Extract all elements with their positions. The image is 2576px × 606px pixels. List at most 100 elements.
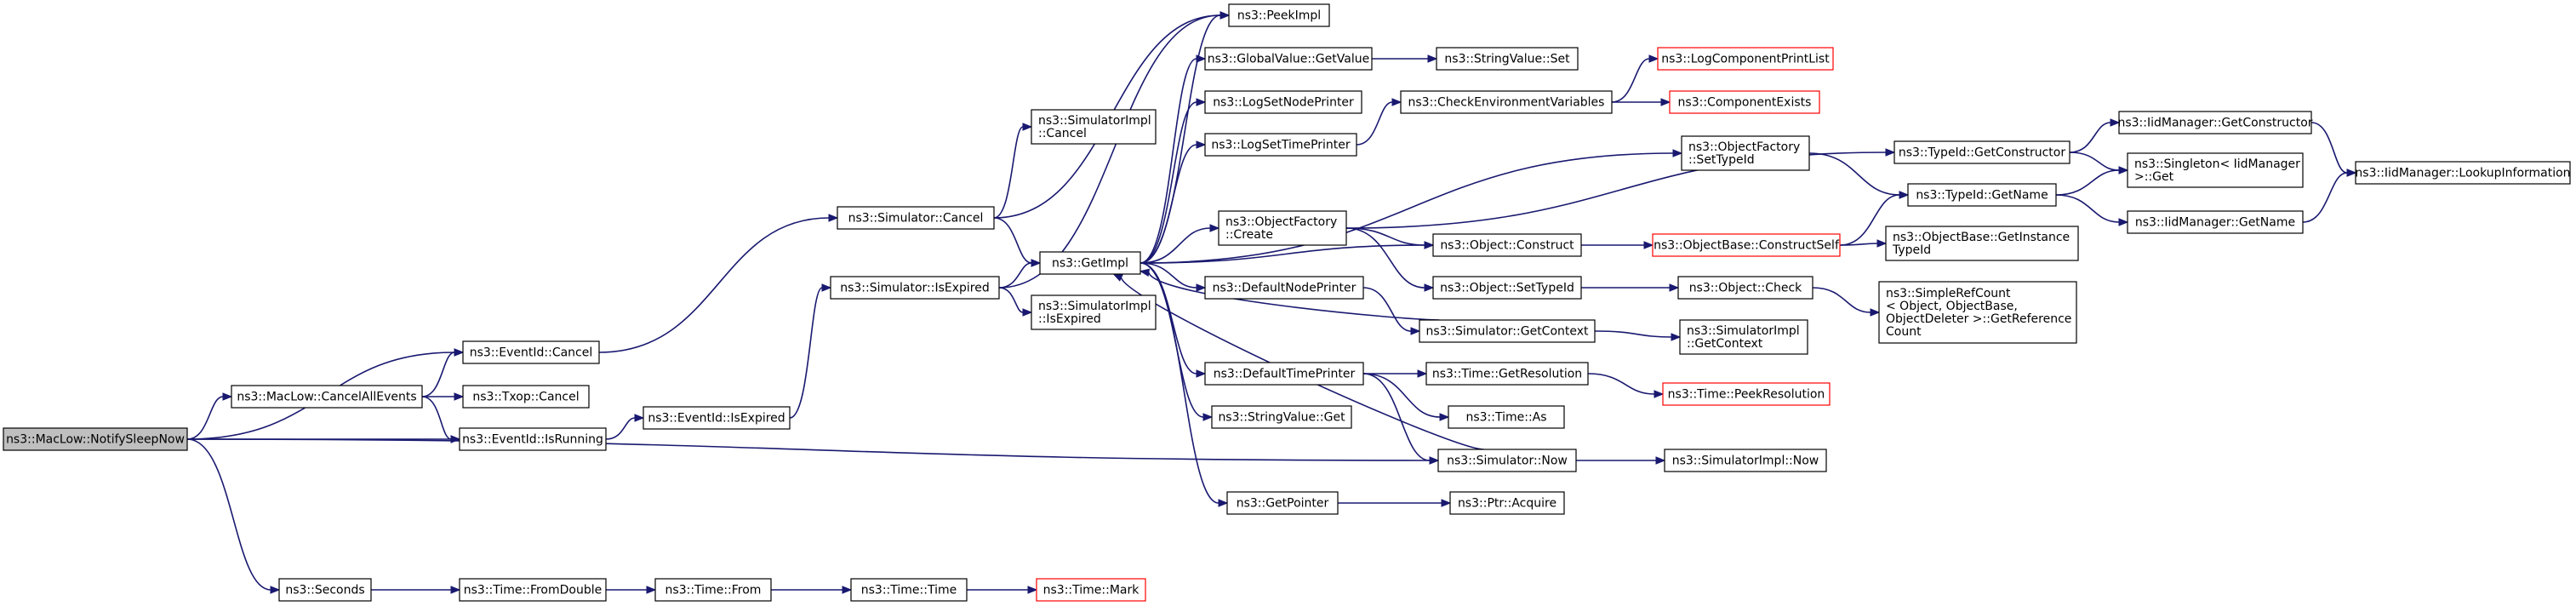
node-box[interactable] [2118, 111, 2312, 134]
node-simIsExpired[interactable]: ns3::Simulator::IsExpired [830, 276, 1000, 300]
node-logSetTime[interactable]: ns3::LogSetTimePrinter [1204, 133, 1357, 157]
node-checkEnv[interactable]: ns3::CheckEnvironmentVariables [1400, 90, 1613, 114]
node-box[interactable] [1657, 47, 1834, 71]
node-eidExpired[interactable]: ns3::EventId::IsExpired [643, 406, 791, 430]
node-box[interactable] [837, 206, 995, 230]
node-box[interactable] [1211, 405, 1352, 429]
node-box[interactable] [3, 427, 188, 451]
node-peekResolution[interactable]: ns3::Time::PeekResolution [1662, 382, 1831, 406]
node-getImpl[interactable]: ns3::GetImpl [1039, 251, 1141, 275]
node-timeFrom[interactable]: ns3::Time::From [654, 578, 772, 602]
node-box[interactable] [850, 578, 968, 602]
node-peekImpl[interactable]: ns3::PeekImpl [1228, 3, 1330, 27]
node-box[interactable] [1885, 226, 2079, 261]
node-box[interactable] [1204, 47, 1373, 71]
node-box[interactable] [1031, 294, 1157, 330]
node-simImplIsExpired[interactable]: ns3::SimulatorImpl::IsExpired [1031, 294, 1157, 330]
node-compExists[interactable]: ns3::ComponentExists [1669, 90, 1820, 114]
node-gvGetValue[interactable]: ns3::GlobalValue::GetValue [1204, 47, 1373, 71]
node-objCheck[interactable]: ns3::Object::Check [1677, 276, 1813, 300]
node-box[interactable] [643, 406, 791, 430]
node-box[interactable] [1449, 491, 1565, 515]
node-simpleRefCount[interactable]: ns3::SimpleRefCount< Object, ObjectBase,… [1878, 281, 2077, 344]
node-eidRunning[interactable]: ns3::EventId::IsRunning [459, 427, 607, 451]
node-svSet[interactable]: ns3::StringValue::Set [1436, 47, 1579, 71]
node-box[interactable] [459, 427, 607, 451]
node-eidCancel[interactable]: ns3::EventId::Cancel [462, 340, 600, 364]
node-box[interactable] [1893, 140, 2071, 164]
node-box[interactable] [830, 276, 1000, 300]
node-timeMark[interactable]: ns3::Time::Mark [1036, 578, 1146, 602]
node-txopCancel[interactable]: ns3::Txop::Cancel [462, 385, 590, 409]
node-box[interactable] [231, 385, 423, 409]
node-box[interactable] [459, 578, 607, 602]
node-box[interactable] [462, 340, 600, 364]
node-fromDouble[interactable]: ns3::Time::FromDouble [459, 578, 607, 602]
node-simCancel[interactable]: ns3::Simulator::Cancel [837, 206, 995, 230]
node-box[interactable] [1400, 90, 1613, 114]
node-typeIdGetName[interactable]: ns3::TypeId::GetName [1907, 183, 2057, 207]
node-box[interactable] [1679, 319, 1808, 355]
node-box[interactable] [462, 385, 590, 409]
node-box[interactable] [1226, 491, 1339, 515]
node-getPointer[interactable]: ns3::GetPointer [1226, 491, 1339, 515]
node-root[interactable]: ns3::MacLow::NotifySleepNow [3, 427, 188, 451]
node-box[interactable] [654, 578, 772, 602]
node-box[interactable] [2355, 161, 2571, 185]
node-box[interactable] [1437, 449, 1577, 472]
node-timeAs[interactable]: ns3::Time::As [1448, 405, 1565, 429]
node-iidLookup[interactable]: ns3::IidManager::LookupInformation [2355, 161, 2571, 185]
node-simGetContext[interactable]: ns3::Simulator::GetContext [1419, 319, 1596, 343]
node-seconds[interactable]: ns3::Seconds [278, 578, 372, 602]
node-logCompPrint[interactable]: ns3::LogComponentPrintList [1657, 47, 1834, 71]
node-box[interactable] [1878, 281, 2077, 344]
node-iidGetCtor[interactable]: ns3::IidManager::GetConstructor [2117, 111, 2313, 134]
node-getResolution[interactable]: ns3::Time::GetResolution [1425, 362, 1589, 386]
node-timeTime[interactable]: ns3::Time::Time [850, 578, 968, 602]
node-box[interactable] [2127, 152, 2304, 188]
node-singletonGet[interactable]: ns3::Singleton< IidManager >::Get [2127, 152, 2304, 188]
node-simNow[interactable]: ns3::Simulator::Now [1437, 449, 1577, 472]
node-box[interactable] [1448, 405, 1565, 429]
node-obConstructSelf[interactable]: ns3::ObjectBase::ConstructSelf [1652, 233, 1841, 257]
node-box[interactable] [1681, 135, 1810, 171]
node-box[interactable] [1436, 47, 1579, 71]
node-simImplNow[interactable]: ns3::SimulatorImpl::Now [1664, 449, 1827, 472]
node-box[interactable] [1652, 233, 1841, 257]
node-objSetTypeId[interactable]: ns3::Object::SetTypeId [1432, 276, 1582, 300]
node-box[interactable] [1425, 362, 1589, 386]
node-iidGetName[interactable]: ns3::IidManager::GetName [2127, 210, 2304, 234]
node-box[interactable] [1039, 251, 1141, 275]
node-box[interactable] [1228, 3, 1330, 27]
node-box[interactable] [1664, 449, 1827, 472]
node-box[interactable] [1031, 109, 1157, 145]
node-box[interactable] [1419, 319, 1596, 343]
node-simImplCancel[interactable]: ns3::SimulatorImpl::Cancel [1031, 109, 1157, 145]
node-simImplGetContext[interactable]: ns3::SimulatorImpl::GetContext [1679, 319, 1808, 355]
node-box[interactable] [1907, 183, 2057, 207]
node-box[interactable] [1204, 276, 1364, 300]
node-box[interactable] [1204, 362, 1364, 386]
node-box[interactable] [1204, 133, 1357, 157]
node-box[interactable] [1432, 276, 1582, 300]
node-box[interactable] [1204, 90, 1362, 114]
node-box[interactable] [278, 578, 372, 602]
node-box[interactable] [1218, 210, 1347, 246]
node-box[interactable] [2127, 210, 2304, 234]
node-svGet[interactable]: ns3::StringValue::Get [1211, 405, 1352, 429]
node-defTimePrinter[interactable]: ns3::DefaultTimePrinter [1204, 362, 1364, 386]
node-ptrAcquire[interactable]: ns3::Ptr::Acquire [1449, 491, 1565, 515]
node-box[interactable] [1669, 90, 1820, 114]
node-ofCreate[interactable]: ns3::ObjectFactory::Create [1218, 210, 1347, 246]
node-typeIdGetCtor[interactable]: ns3::TypeId::GetConstructor [1893, 140, 2071, 164]
node-box[interactable] [1432, 233, 1582, 257]
node-defNodePrinter[interactable]: ns3::DefaultNodePrinter [1204, 276, 1364, 300]
node-box[interactable] [1036, 578, 1146, 602]
node-objConstruct[interactable]: ns3::Object::Construct [1432, 233, 1582, 257]
node-cancelAll[interactable]: ns3::MacLow::CancelAllEvents [231, 385, 423, 409]
node-logSetNode[interactable]: ns3::LogSetNodePrinter [1204, 90, 1362, 114]
node-box[interactable] [1677, 276, 1813, 300]
node-box[interactable] [1662, 382, 1831, 406]
node-ofSetTypeId[interactable]: ns3::ObjectFactory::SetTypeId [1681, 135, 1810, 171]
